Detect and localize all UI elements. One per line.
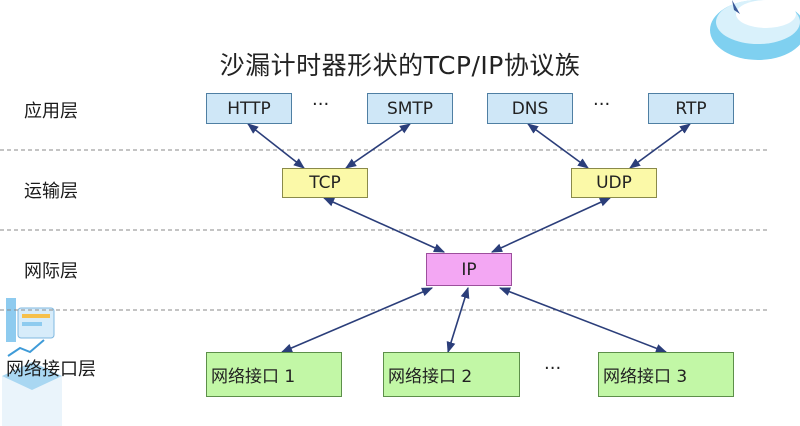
protocol-box-tcp: TCP [282,168,368,198]
network-interface-box-2: 网络接口 2 [383,352,520,397]
layer-label-internet: 网际层 [24,261,78,282]
arrow-ip-interface-3 [498,287,668,353]
arrow-http-tcp [247,123,305,169]
protocol-box-rtp: RTP [648,93,734,124]
arrow-rtp-udp [629,123,691,169]
ellipsis-application-right: ··· [593,94,611,115]
layer-label-application: 应用层 [24,101,78,122]
network-interface-box-1: 网络接口 1 [206,352,342,397]
decorative-illustration-bottom-left [2,298,62,426]
protocol-box-dns: DNS [487,93,573,124]
layer-label-transport: 运输层 [24,181,78,202]
arrow-ip-interface-2 [446,286,470,354]
ellipsis-application-left: ··· [312,94,330,115]
diagram-title: 沙漏计时器形状的TCP/IP协议族 [219,51,581,80]
arrow-ip-interface-1 [280,287,434,353]
arrow-tcp-ip [322,197,446,253]
decorative-illustration-top-right [710,0,800,60]
arrow-dns-udp [527,123,589,169]
arrow-smtp-tcp [345,123,411,169]
layer-label-link: 网络接口层 [6,359,96,380]
network-interface-box-3: 网络接口 3 [598,352,734,397]
ellipsis-network-interface: ··· [544,358,562,379]
protocol-box-http: HTTP [206,93,292,124]
arrow-udp-ip [490,197,612,253]
protocol-box-smtp: SMTP [367,93,453,124]
protocol-box-ip: IP [426,253,512,286]
protocol-box-udp: UDP [571,168,657,198]
